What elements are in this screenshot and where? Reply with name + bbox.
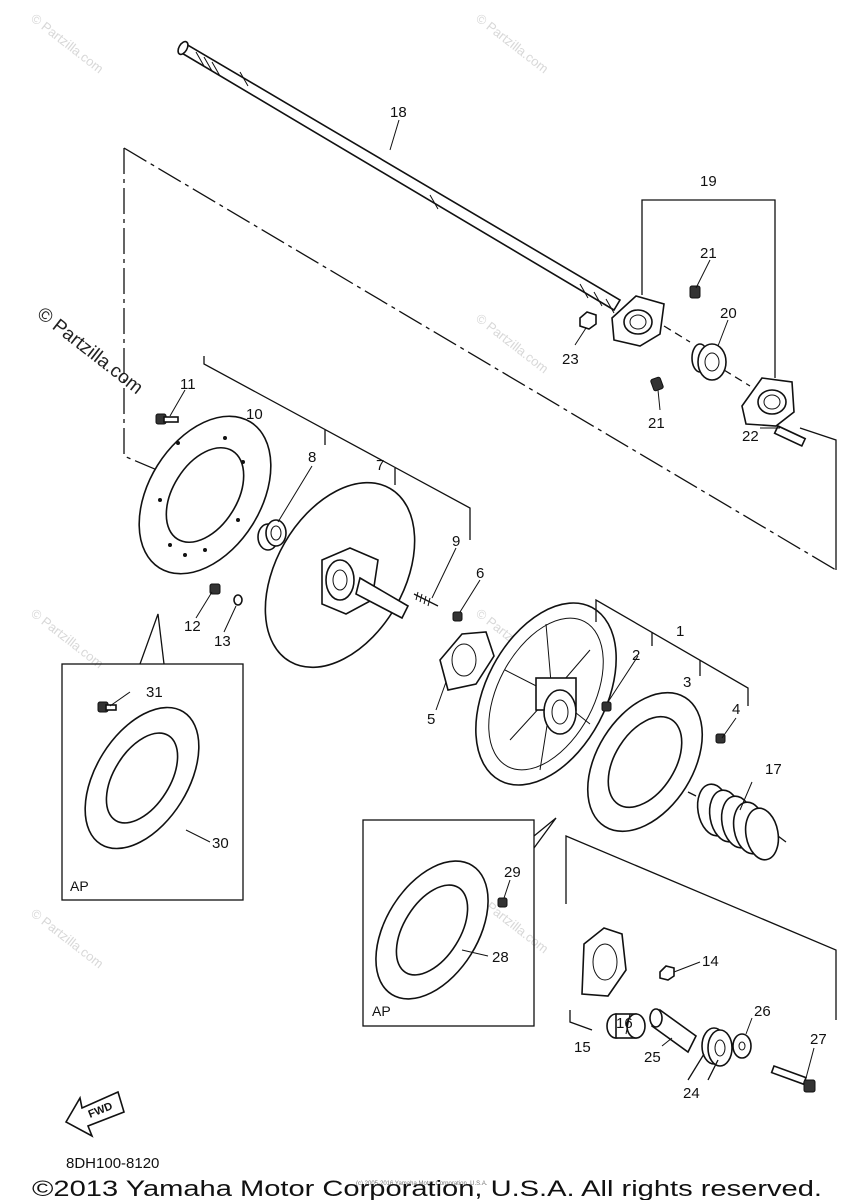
watermark-text: © Partzilla.com <box>473 11 551 77</box>
gasket-5 <box>439 611 495 691</box>
callout-15: 15 <box>574 1039 591 1056</box>
callout-9: 9 <box>452 533 460 550</box>
callout-27: 27 <box>810 1031 827 1048</box>
bracket-1-4 <box>595 598 749 706</box>
callout-22: 22 <box>742 428 759 445</box>
spring-17 <box>687 783 787 861</box>
plate-10 <box>138 413 272 575</box>
callout-24: 24 <box>683 1085 700 1102</box>
assembly-frame-left <box>123 148 177 479</box>
callout-25: 25 <box>644 1049 661 1066</box>
watermark-text: © Partzilla.com <box>473 311 551 377</box>
diagram-code: 8DH100-8120 <box>66 1155 159 1172</box>
cam-15 <box>581 927 816 1093</box>
callouts: 1 2 3 4 5 6 7 8 9 10 11 12 13 14 15 16 1… <box>146 104 827 1102</box>
watermark-text: © Partzilla.com <box>28 906 106 972</box>
callout-19: 19 <box>700 173 717 190</box>
callout-26: 26 <box>754 1003 771 1020</box>
callout-16: 16 <box>616 1015 633 1032</box>
callout-6: 6 <box>476 565 484 582</box>
inset-label-left: AP <box>70 878 89 894</box>
callout-4: 4 <box>732 701 740 718</box>
callout-29: 29 <box>504 864 521 881</box>
small-print: (c) 2005-2016 Yamaha Motor Corporation, … <box>356 1181 488 1187</box>
sheave-7 <box>209 481 439 669</box>
inset-label-right: AP <box>372 1003 391 1019</box>
lower-frame <box>565 835 837 1020</box>
callout-23: 23 <box>562 351 579 368</box>
leader-lines <box>109 119 815 1079</box>
callout-3: 3 <box>683 674 691 691</box>
callout-31: 31 <box>146 684 163 701</box>
bracket-7-9 <box>203 356 471 540</box>
callout-10: 10 <box>246 406 263 423</box>
inset-ap-right: AP <box>362 817 557 1027</box>
callout-1: 1 <box>676 623 684 640</box>
copyright-text: ©2013 Yamaha Motor Corporation, U.S.A. A… <box>32 1176 822 1200</box>
watermark-text: © Partzilla.com <box>28 11 106 77</box>
callout-21-top: 21 <box>700 245 717 262</box>
callout-14: 14 <box>702 953 719 970</box>
callout-8: 8 <box>308 449 316 466</box>
shaft <box>177 40 622 314</box>
watermark-text: © Partzilla.com <box>28 606 106 672</box>
callout-13: 13 <box>214 633 231 650</box>
sheave-1 <box>475 602 617 786</box>
callout-5: 5 <box>427 711 435 728</box>
fwd-arrow-icon: FWD <box>64 1090 125 1138</box>
callout-20: 20 <box>720 305 737 322</box>
callout-21-bottom: 21 <box>648 415 665 432</box>
callout-7: 7 <box>376 457 384 474</box>
watermark-text-dark: © Partzilla.com <box>33 303 147 398</box>
assembly-frame-top <box>123 147 837 571</box>
callout-17: 17 <box>765 761 782 778</box>
callout-30: 30 <box>212 835 229 852</box>
callout-12: 12 <box>184 618 201 635</box>
callout-18: 18 <box>390 104 407 121</box>
bracket-15 <box>569 1010 593 1031</box>
assembly-frame-right <box>799 427 837 570</box>
callout-28: 28 <box>492 949 509 966</box>
callout-2: 2 <box>632 647 640 664</box>
bushing-8 <box>257 519 287 551</box>
plate-3 <box>586 691 726 833</box>
callout-11: 11 <box>180 376 196 393</box>
inset-ap-left: AP <box>61 613 244 901</box>
bearing-housing-group <box>579 199 807 447</box>
